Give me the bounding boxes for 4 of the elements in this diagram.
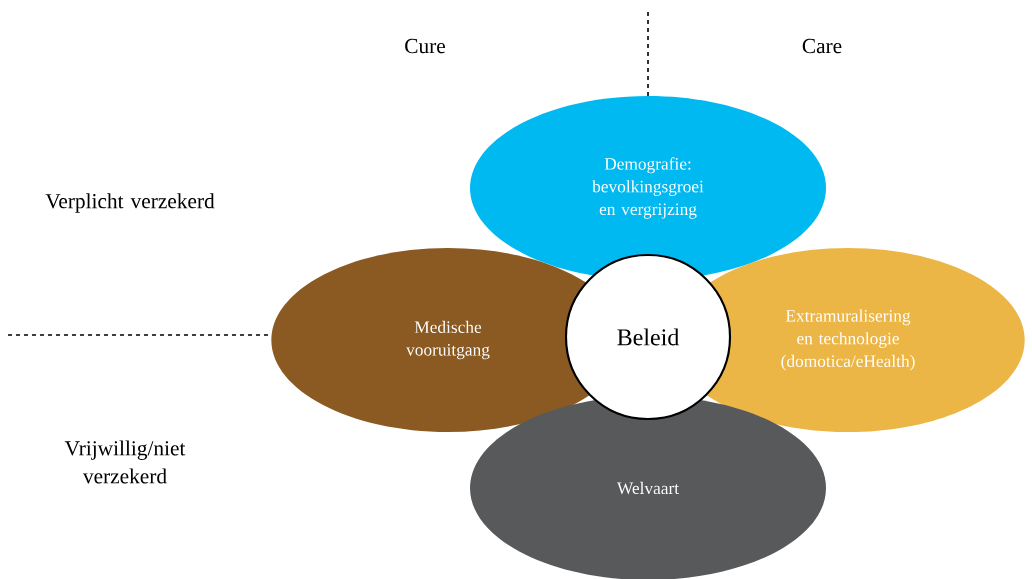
axis-label: Verplicht verzekerd: [45, 193, 215, 213]
axis-label: Vrijwillig/niet verzekerd: [64, 440, 186, 484]
axis-label: Cure: [405, 38, 445, 54]
axis-label: Care: [802, 38, 842, 54]
